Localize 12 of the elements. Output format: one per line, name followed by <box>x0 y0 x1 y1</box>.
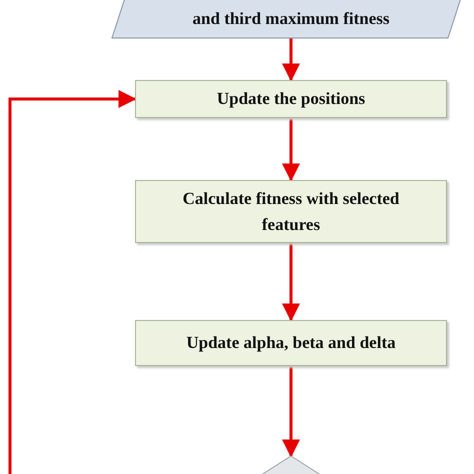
arrow <box>282 243 300 322</box>
arrow <box>282 366 300 458</box>
arrow <box>8 90 136 474</box>
process-box <box>135 180 447 243</box>
node-text: Update the positions <box>216 88 366 110</box>
arrow <box>282 118 300 182</box>
arrow <box>282 38 300 82</box>
process-box <box>135 320 447 366</box>
node-text: and third maximum fitness <box>192 8 390 30</box>
node-text: Update alpha, beta and delta <box>186 332 396 354</box>
process-box <box>135 80 447 118</box>
node-text: Calculate fitness with selected features <box>182 188 400 236</box>
